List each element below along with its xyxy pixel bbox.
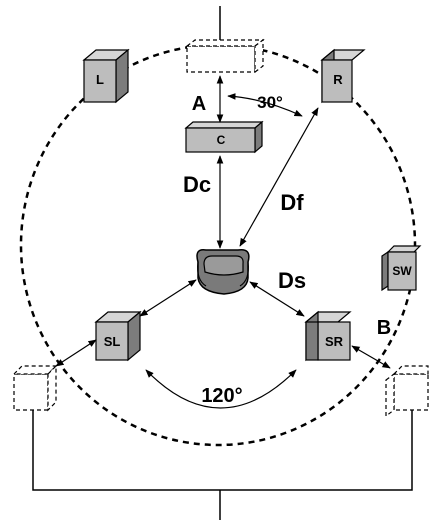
angle-120-arc — [145, 369, 297, 409]
label-dc: Dc — [183, 172, 211, 197]
label-df: Df — [280, 190, 304, 215]
speaker-surround-left: SL — [94, 310, 142, 362]
label-angle-front: 30° — [257, 93, 283, 112]
speaker-subwoofer-label: SW — [392, 264, 412, 278]
alt-surround-right-position — [385, 365, 429, 418]
alt-center-speaker-position — [185, 38, 265, 74]
speaker-right-label: R — [333, 72, 343, 87]
speaker-surround-left-label: SL — [104, 334, 121, 349]
speaker-right: R — [320, 48, 366, 104]
speaker-subwoofer: SW — [381, 245, 422, 292]
speaker-left-label: L — [96, 72, 104, 87]
distance-b-arrow — [351, 345, 391, 369]
speaker-center: C — [184, 120, 264, 154]
distance-ds-right-arrow — [249, 281, 305, 317]
label-b: B — [377, 317, 391, 339]
label-ds: Ds — [278, 268, 306, 293]
speaker-surround-right-label: SR — [325, 334, 344, 349]
speaker-center-label: C — [217, 133, 226, 147]
distance-sl-offset-arrow — [55, 339, 97, 367]
rear-wiring-line — [32, 410, 413, 491]
speaker-left: L — [82, 48, 130, 104]
alt-surround-left-position — [12, 364, 58, 412]
label-a: A — [192, 93, 206, 115]
distance-ds-left-arrow — [139, 279, 197, 317]
listener-chair — [196, 249, 250, 295]
distance-df-arrow — [239, 107, 319, 247]
speaker-surround-right: SR — [304, 310, 352, 362]
label-angle-rear: 120° — [201, 385, 242, 407]
